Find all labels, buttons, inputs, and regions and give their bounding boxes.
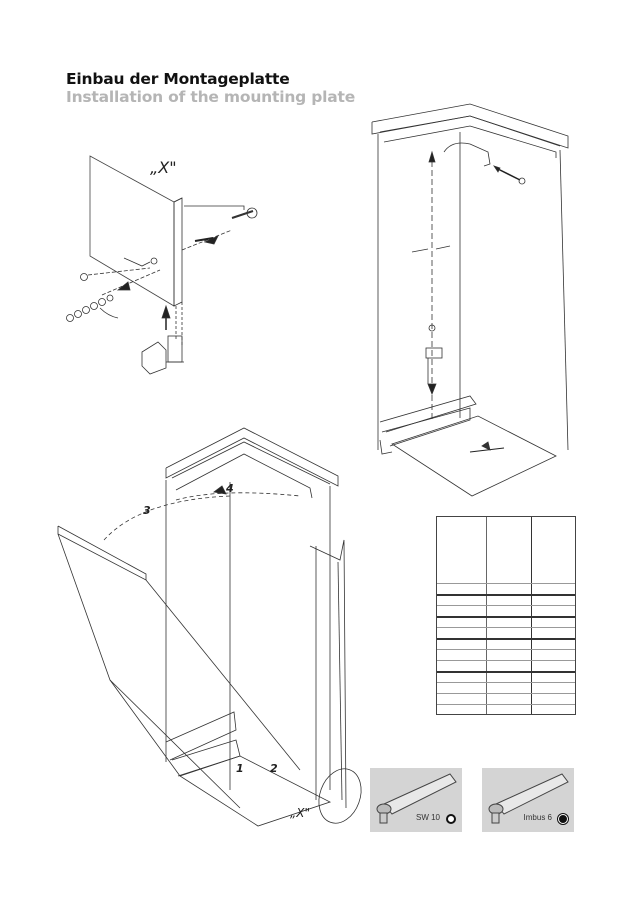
table-row-line bbox=[437, 704, 575, 705]
table-row-line bbox=[437, 594, 575, 596]
step-label-1: 1 bbox=[236, 762, 244, 775]
step-label-3: 3 bbox=[143, 504, 151, 517]
table-row-line bbox=[437, 693, 575, 694]
table-column-divider bbox=[531, 517, 532, 714]
table-row-line bbox=[437, 660, 575, 661]
tool-label: SW 10 bbox=[415, 813, 440, 822]
detail-x-drawing bbox=[66, 155, 258, 375]
table-row-line bbox=[437, 671, 575, 673]
tool-label: Imbus 6 bbox=[523, 813, 552, 822]
table-column-divider bbox=[486, 517, 487, 714]
cabinet-with-door-drawing bbox=[57, 427, 362, 827]
title-english: Installation of the mounting plate bbox=[66, 88, 356, 106]
ring-icon bbox=[446, 814, 456, 824]
table-row-line bbox=[437, 649, 575, 650]
detail-x-callout-label: „X" bbox=[290, 806, 310, 820]
detail-x-label: „X" bbox=[150, 158, 177, 177]
table-row-line bbox=[437, 616, 575, 618]
table-row-line bbox=[437, 605, 575, 606]
socket-wrench-icon bbox=[376, 773, 457, 824]
tool-card-imbus6: Imbus 6 bbox=[482, 768, 574, 832]
table-row-line bbox=[437, 682, 575, 683]
title-german: Einbau der Montageplatte bbox=[66, 70, 290, 88]
table-row-line bbox=[437, 627, 575, 628]
tool-card-sw10: SW 10 bbox=[370, 768, 462, 832]
table-row-line bbox=[437, 638, 575, 640]
step-label-2: 2 bbox=[270, 762, 278, 775]
empty-data-table bbox=[436, 516, 576, 715]
table-row-line bbox=[437, 583, 575, 584]
cabinet-top-view-drawing bbox=[371, 103, 569, 497]
socket-wrench-icon bbox=[488, 773, 569, 824]
dot-icon bbox=[558, 814, 568, 824]
step-label-4: 4 bbox=[226, 482, 234, 495]
